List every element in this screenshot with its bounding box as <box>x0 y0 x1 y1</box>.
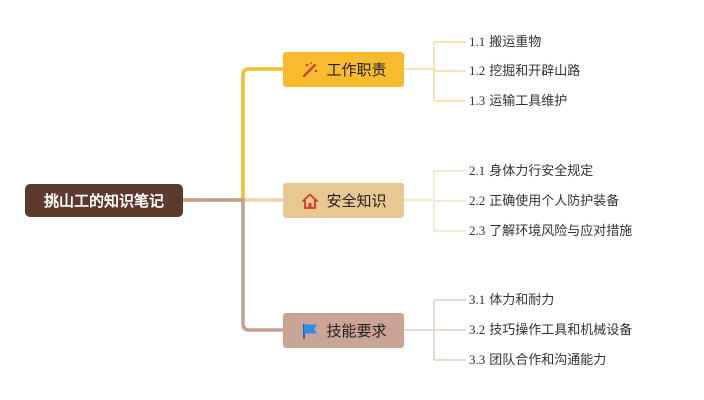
branch-label: 安全知识 <box>326 192 387 210</box>
branch-node-skill-requirements[interactable]: 技能要求 <box>283 313 404 348</box>
branch-node-job-duties[interactable]: 工作职责 <box>283 52 404 87</box>
root-node[interactable]: 挑山工的知识笔记 <box>25 184 183 217</box>
branch-connector <box>183 67 283 202</box>
branch-label: 工作职责 <box>326 61 387 79</box>
home-icon <box>300 191 320 211</box>
magic-wand-icon <box>300 60 320 80</box>
root-label: 挑山工的知识笔记 <box>43 192 164 210</box>
branch-node-safety-knowledge[interactable]: 安全知识 <box>283 183 404 218</box>
flag-icon <box>300 321 320 341</box>
branch-label: 技能要求 <box>326 322 387 340</box>
branch-connector <box>183 198 283 332</box>
